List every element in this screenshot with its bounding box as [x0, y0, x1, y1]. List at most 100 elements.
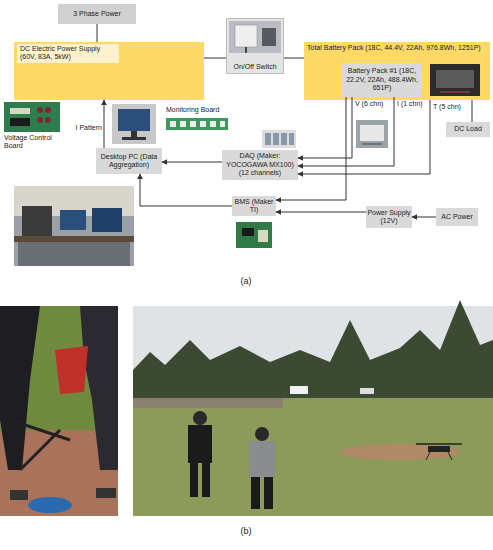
chip	[190, 121, 196, 127]
power-supply-box: Power Supply (12V)	[366, 206, 412, 228]
node-text: On/Off Switch	[233, 63, 276, 71]
edge-label: I Pattern	[60, 124, 102, 132]
battery-block	[436, 70, 474, 88]
chip	[10, 118, 30, 126]
node-text: BMS (Maker TI)	[232, 198, 276, 215]
switch-box: On/Off Switch	[226, 18, 284, 74]
bucket	[55, 346, 88, 394]
monitor-board-photo	[166, 118, 228, 130]
cable	[362, 144, 382, 145]
car	[360, 388, 374, 394]
photo-bg	[112, 104, 156, 144]
person-head	[255, 427, 269, 441]
floor	[18, 242, 130, 266]
connector	[276, 212, 366, 213]
connector	[284, 58, 304, 59]
pcb	[236, 222, 272, 248]
field-photo-right	[133, 300, 493, 516]
panel-label: (b)	[226, 526, 266, 537]
keyboard	[122, 137, 146, 140]
node-text: DC Load	[454, 125, 482, 133]
daq-box: DAQ (Maker: YOCOGAWA MX100) (12 channels…	[222, 150, 298, 180]
module	[281, 133, 287, 145]
sky	[133, 306, 493, 516]
source-box: 3 Phase Power	[58, 4, 136, 24]
brick-path	[0, 430, 118, 516]
module	[265, 133, 271, 145]
node-text: Power Supply (12V)	[366, 209, 412, 226]
module	[273, 133, 279, 145]
pc-box: Desktop PC (Data Aggregation)	[96, 148, 162, 174]
capacitor	[37, 107, 43, 113]
capacitor	[45, 117, 51, 123]
bowl	[28, 497, 72, 513]
chip	[242, 228, 254, 236]
node-text: DAQ (Maker: YOCOGAWA MX100) (12 channels…	[222, 152, 298, 177]
cable	[440, 92, 470, 93]
photo-bg	[262, 130, 296, 148]
part-label: Monitoring Board	[166, 106, 236, 114]
connector	[204, 58, 226, 59]
drone-body	[428, 446, 450, 452]
wall	[14, 186, 134, 216]
connector	[412, 217, 436, 218]
drone-leg	[426, 452, 430, 460]
lab-photo	[14, 186, 134, 266]
chip	[210, 121, 216, 127]
connector	[97, 24, 98, 42]
pcb	[4, 102, 60, 132]
connector	[472, 100, 473, 122]
pack-photo	[356, 120, 388, 148]
connector	[104, 100, 105, 148]
shoe	[10, 490, 28, 500]
panel-label: (a)	[226, 276, 266, 287]
photo-bg	[356, 120, 388, 148]
drone-arm	[416, 443, 462, 445]
edge-label: I (1 chn)	[397, 100, 431, 108]
node-text: DC Electric Power Supply (60V, 83A, 5kW)	[17, 44, 119, 63]
desktop-photo	[112, 104, 156, 144]
ac-power-box: AC Power	[436, 208, 478, 226]
person-leg	[251, 477, 260, 509]
switch-body	[262, 28, 276, 46]
field-photo-left	[0, 306, 118, 516]
part-label: Voltage Control Board	[4, 134, 68, 151]
photo-bg	[229, 21, 281, 53]
chip	[220, 121, 225, 127]
connector	[298, 100, 430, 174]
pack	[360, 125, 384, 141]
battery-box: Battery Pack #1 (18C, 22.2V, 22Ah, 488.4…	[342, 63, 422, 97]
person-head	[193, 411, 207, 425]
node-text: Desktop PC (Data Aggregation)	[96, 153, 162, 170]
person-leg	[190, 463, 198, 497]
connector	[258, 230, 268, 242]
monitor	[60, 210, 86, 230]
person-body	[188, 425, 212, 463]
battery-band: Total Battery Pack (18C, 44.4V, 22Ah, 97…	[304, 42, 490, 100]
power-supply-band: DC Electric Power Supply (60V, 83A, 5kW)	[14, 42, 204, 100]
drone-leg	[20, 430, 60, 470]
capacitor	[37, 117, 43, 123]
connector	[140, 174, 232, 206]
equipment	[22, 206, 52, 236]
photo-bg	[430, 64, 480, 96]
screen	[118, 109, 150, 131]
cable	[245, 47, 247, 53]
switch-photo	[229, 21, 281, 53]
truck	[290, 386, 308, 394]
chip	[10, 108, 30, 114]
photo-bg	[14, 186, 134, 266]
drone-arm	[10, 420, 70, 440]
daq-photo	[262, 130, 296, 148]
monitor	[92, 208, 122, 232]
grass	[0, 306, 118, 516]
connector	[162, 162, 222, 163]
bleachers	[133, 398, 283, 408]
node-text: AC Power	[441, 213, 473, 221]
bms-photo	[236, 222, 272, 248]
switch-box	[235, 25, 257, 47]
module	[289, 133, 294, 145]
edge-label: V (6 chn)	[355, 100, 395, 108]
